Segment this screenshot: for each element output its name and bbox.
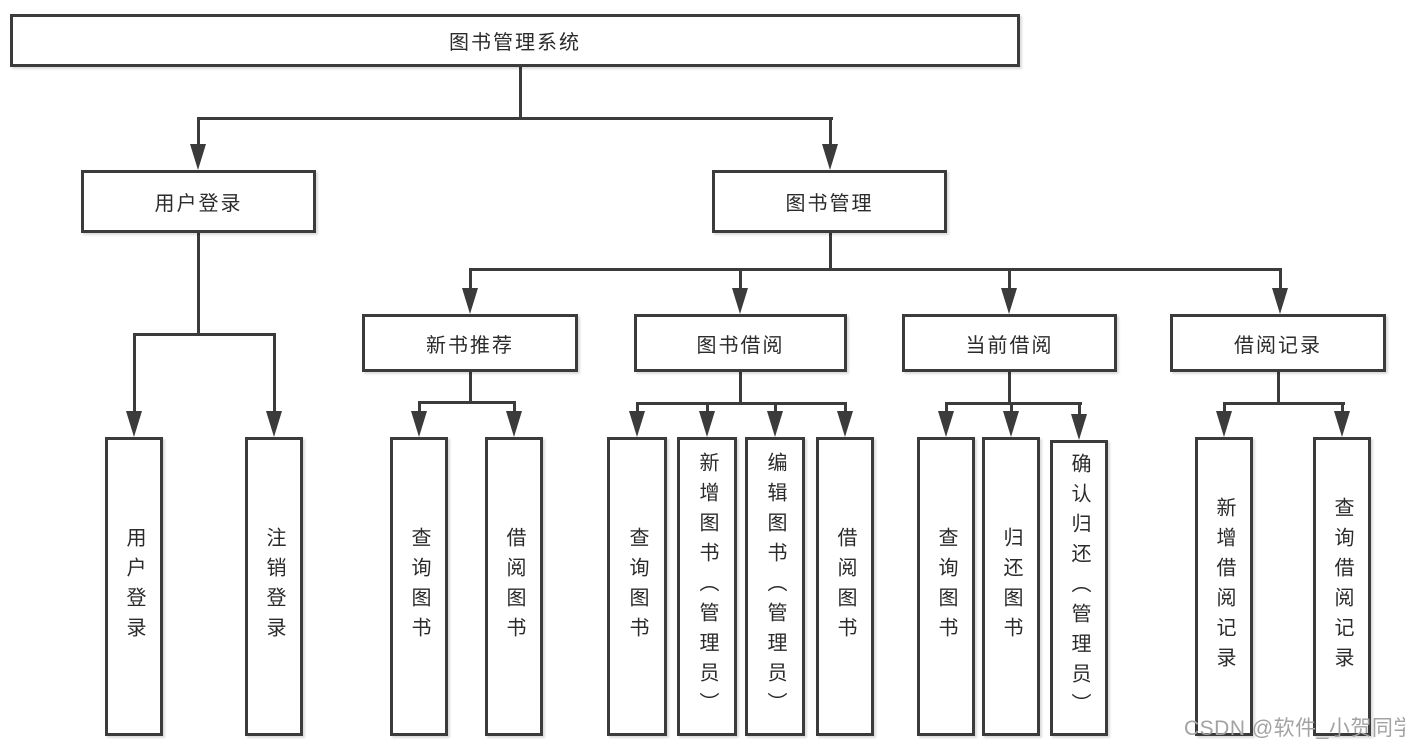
connector-line [518, 67, 522, 119]
arrow-down-icon [1001, 288, 1017, 314]
node-label: 当前借阅 [965, 334, 1054, 357]
arrow-down-icon [266, 411, 282, 437]
arrow-down-icon [1216, 411, 1232, 437]
node-bb-add-books-admin: 新增图书（管理员） [677, 437, 737, 736]
node-label: 图书管理系统 [449, 32, 581, 54]
connector-line [1278, 268, 1282, 296]
arrow-down-icon [837, 411, 853, 437]
node-borrow-records: 借阅记录 [1170, 314, 1386, 372]
node-rec-query-books: 查询图书 [390, 437, 448, 736]
node-label: 用户登录 [154, 193, 243, 215]
arrow-down-icon [822, 144, 838, 170]
connector-line [635, 402, 847, 405]
connector-line [635, 402, 639, 419]
node-user-login-group: 用户登录 [81, 170, 316, 233]
connector-line [512, 401, 516, 419]
node-label: 查询图书 [626, 526, 648, 647]
arrow-down-icon [411, 411, 427, 437]
node-label: 注销登录 [263, 526, 285, 647]
arrow-down-icon [1003, 411, 1019, 437]
node-label: 查询图书 [408, 526, 430, 647]
connector-line [1007, 268, 1011, 296]
node-user-login: 用户登录 [105, 437, 163, 736]
node-label: 新增图书（管理员） [696, 451, 718, 722]
connector-line [828, 117, 832, 153]
connector-line [1222, 402, 1345, 405]
arrow-down-icon [1272, 288, 1288, 314]
connector-line [828, 233, 832, 270]
node-root: 图书管理系统 [10, 14, 1020, 67]
arrow-down-icon [699, 411, 715, 437]
node-label: 图书管理 [785, 193, 874, 215]
arrow-down-icon [629, 411, 645, 437]
node-br-query-record: 查询借阅记录 [1313, 437, 1371, 736]
connector-line [1007, 372, 1011, 404]
connector-line [738, 372, 742, 404]
node-label: 图书借阅 [696, 334, 785, 357]
connector-line [468, 372, 472, 403]
arrow-down-icon [938, 411, 954, 437]
connector-line [468, 268, 472, 296]
node-book-mgmt: 图书管理 [712, 170, 947, 233]
node-label: 借阅记录 [1234, 334, 1322, 357]
node-new-book-rec: 新书推荐 [362, 314, 578, 372]
connector-line [417, 401, 421, 419]
connector-line [773, 402, 777, 419]
node-label: 借阅图书 [503, 526, 525, 647]
connector-line [196, 117, 833, 120]
arrow-down-icon [190, 144, 206, 170]
node-label: 用户登录 [123, 526, 145, 647]
connector-line [843, 402, 847, 419]
connector-line [1222, 402, 1226, 419]
csdn-watermark: CSDN @软件_小贺同学 [1184, 717, 1405, 740]
connector-line [944, 402, 1082, 405]
connector-line [272, 333, 276, 419]
connector-line [738, 268, 742, 296]
connector-line [705, 402, 709, 419]
arrow-down-icon [506, 411, 522, 437]
node-cb-return-books: 归还图书 [982, 437, 1040, 736]
node-label: 确认归还（管理员） [1068, 453, 1090, 723]
arrow-down-icon [126, 411, 142, 437]
connector-line [132, 333, 276, 336]
node-bb-borrow-books: 借阅图书 [816, 437, 874, 736]
node-label: 借阅图书 [834, 526, 856, 647]
node-cb-confirm-return-admin: 确认归还（管理员） [1050, 440, 1108, 736]
node-label: 查询图书 [935, 526, 957, 647]
connector-line [1077, 402, 1081, 419]
connector-line [468, 268, 1282, 271]
node-label: 编辑图书（管理员） [764, 451, 786, 722]
node-rec-borrow-books: 借阅图书 [485, 437, 543, 736]
node-label: 归还图书 [1000, 526, 1022, 647]
arrow-down-icon [1071, 414, 1087, 440]
connector-line [1276, 372, 1280, 404]
node-bb-edit-books-admin: 编辑图书（管理员） [745, 437, 805, 736]
node-bb-query-books: 查询图书 [607, 437, 667, 736]
node-br-add-record: 新增借阅记录 [1195, 437, 1253, 736]
connector-line [196, 117, 200, 153]
connector-line [944, 402, 948, 419]
node-label: 新书推荐 [426, 334, 514, 357]
connector-line [196, 233, 200, 335]
connector-line [1009, 402, 1013, 419]
arrow-down-icon [767, 411, 783, 437]
node-current-borrow: 当前借阅 [902, 314, 1117, 372]
arrow-down-icon [1334, 411, 1350, 437]
connector-line [1340, 402, 1344, 419]
arrow-down-icon [462, 288, 478, 314]
node-user-logout: 注销登录 [245, 437, 303, 736]
connector-line [132, 333, 136, 419]
connector-line [417, 401, 516, 404]
node-label: 查询借阅记录 [1331, 496, 1353, 677]
node-label: 新增借阅记录 [1213, 496, 1235, 677]
node-book-borrow: 图书借阅 [634, 314, 847, 372]
arrow-down-icon [732, 288, 748, 314]
node-cb-query-books: 查询图书 [917, 437, 975, 736]
